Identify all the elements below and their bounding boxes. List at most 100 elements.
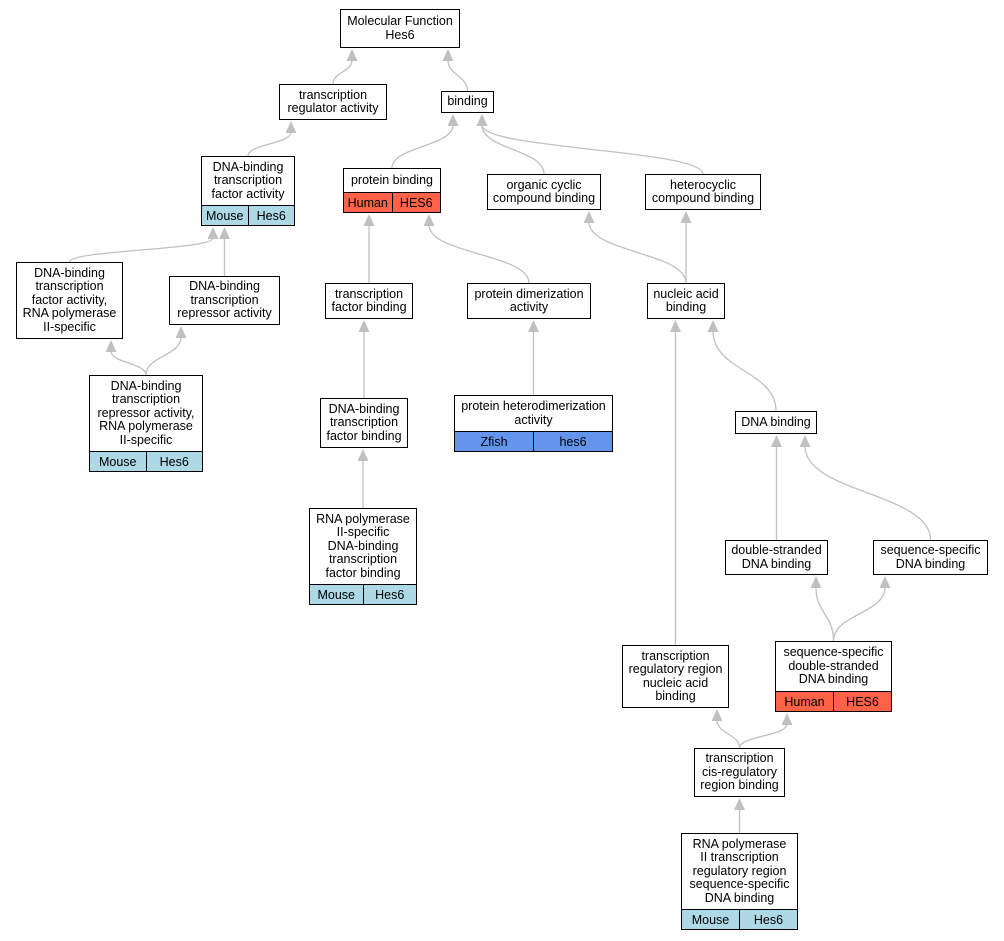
species-tag: Zfish xyxy=(455,432,533,451)
go-term-label-line: RNA polymerase xyxy=(316,511,410,526)
species-tag: Human xyxy=(776,692,833,711)
go-term-label-line: transcription xyxy=(328,552,398,567)
edge-trnab-to-nab xyxy=(670,320,681,645)
go-term-bind[interactable]: binding xyxy=(441,91,494,113)
go-term-label-line: DNA-binding xyxy=(328,401,400,416)
go-term-label-line: Molecular Function xyxy=(347,14,453,29)
go-term-label-line: sequence-specific xyxy=(689,877,790,892)
go-term-db[interactable]: DNA binding xyxy=(735,411,817,434)
go-term-label-line: DNA binding xyxy=(704,890,775,905)
species-tag: Mouse xyxy=(202,206,248,225)
edge-ssds-to-ssdb xyxy=(832,576,891,642)
go-term-label-line: DNA binding xyxy=(741,556,812,571)
go-term-label-line: repressor activity xyxy=(177,306,272,321)
go-term-label-line: RNA polymerase xyxy=(99,419,193,434)
go-term-label-line: factor binding xyxy=(326,428,402,443)
go-term-label-line: protein binding xyxy=(350,172,433,187)
edge-nab-to-hccb xyxy=(680,211,692,283)
go-term-label-line: heterocyclic xyxy=(670,177,736,192)
edge-ssdb-to-db xyxy=(799,435,932,541)
edge-nab-to-occb xyxy=(583,211,687,284)
go-term-label-line: factor activity xyxy=(211,186,285,201)
go-term-label-line: nucleic acid xyxy=(653,286,719,301)
go-term-label-line: binding xyxy=(665,300,707,314)
species-tag: Mouse xyxy=(90,452,146,471)
edge-dbtr-to-dbtf xyxy=(219,227,230,276)
edge-pb-to-bind xyxy=(391,114,459,169)
species-tag: Mouse xyxy=(310,585,363,604)
go-term-label-line: protein heterodimerization xyxy=(461,399,606,414)
edge-tcrb-to-trnab xyxy=(711,709,741,749)
edge-hccb-to-bind xyxy=(476,114,704,175)
edge-dbtfb-to-tfb xyxy=(358,320,370,398)
gene-tag: Hes6 xyxy=(739,910,797,929)
edge-dbtrp-to-dbtr xyxy=(145,326,187,376)
edge-dsdb-to-db xyxy=(771,435,782,540)
go-term-label-line: cis-regulatory xyxy=(701,764,778,779)
go-term-label-line: factor activity, xyxy=(31,292,108,307)
edge-db-to-nab xyxy=(707,320,777,412)
go-term-label-line: transcription xyxy=(705,751,774,766)
go-term-label-line: transcription xyxy=(298,87,368,102)
species-tag: Mouse xyxy=(682,910,739,929)
go-term-label-line: RNA polymerase xyxy=(22,306,117,321)
go-term-label-line: DNA-binding xyxy=(34,265,105,280)
go-term-label-line: DNA-binding xyxy=(110,378,182,393)
go-term-label-line: RNA polymerase xyxy=(692,836,787,851)
go-term-label-line: double-stranded xyxy=(731,543,822,558)
go-term-label-line: binding xyxy=(655,688,696,703)
go-term-label-line: double-stranded xyxy=(788,658,879,673)
go-term-label-line: transcription xyxy=(111,392,181,407)
gene-tag: Hes6 xyxy=(362,585,416,604)
go-term-label-line: region binding xyxy=(700,778,779,793)
go-term-label-line: DNA binding xyxy=(798,672,869,687)
go-term-label-line: regulator activity xyxy=(287,101,379,115)
edge-tra-to-mf xyxy=(332,49,358,85)
go-term-label-line: factor binding xyxy=(331,300,407,314)
go-term-label: DNA binding xyxy=(736,412,816,433)
go-term-label-line: transcription xyxy=(641,648,710,663)
edge-ssds-to-dsdb xyxy=(810,576,835,642)
gene-tag: hes6 xyxy=(533,432,612,451)
go-term-label: binding xyxy=(442,92,493,112)
gene-tag: HES6 xyxy=(833,692,891,711)
